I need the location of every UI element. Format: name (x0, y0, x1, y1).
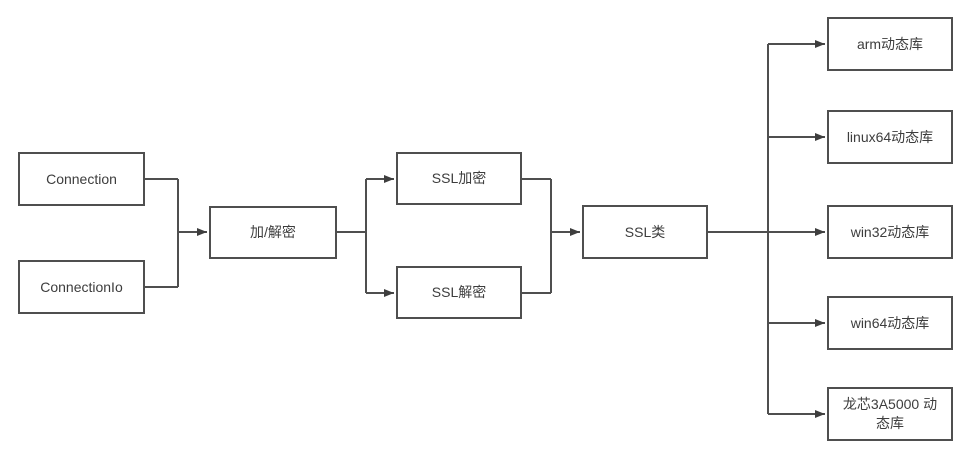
node-win32-lib: win32动态库 (827, 205, 953, 259)
node-linux64-lib: linux64动态库 (827, 110, 953, 164)
node-connection: Connection (18, 152, 145, 206)
node-ssl-encrypt: SSL加密 (396, 152, 522, 205)
node-ssl-class: SSL类 (582, 205, 708, 259)
node-arm-lib: arm动态库 (827, 17, 953, 71)
node-connectionio: ConnectionIo (18, 260, 145, 314)
node-ssl-decrypt: SSL解密 (396, 266, 522, 319)
node-loongson-lib: 龙芯3A5000 动态库 (827, 387, 953, 441)
node-encrypt-decrypt: 加/解密 (209, 206, 337, 259)
node-win64-lib: win64动态库 (827, 296, 953, 350)
